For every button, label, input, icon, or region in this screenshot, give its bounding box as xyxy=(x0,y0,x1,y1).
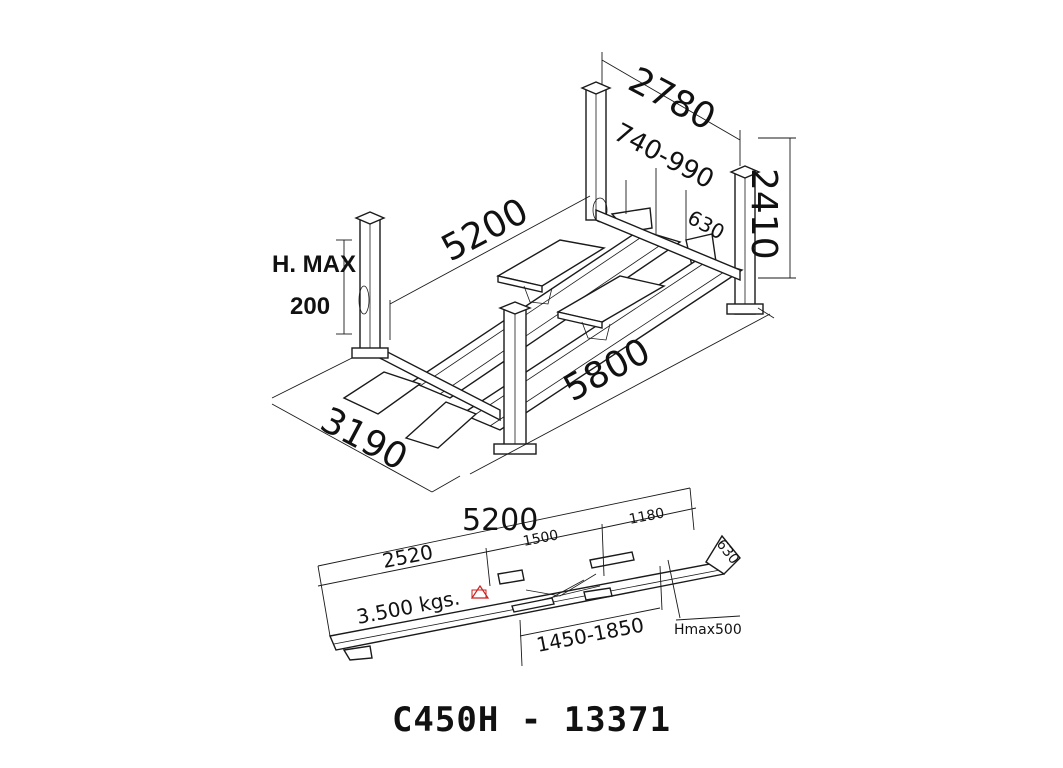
side-dim-length: 5200 xyxy=(462,503,538,538)
side-dim-offset: 2520 xyxy=(380,540,435,573)
front-left-post xyxy=(351,211,389,359)
side-dim-jack-range: 1450-1850 xyxy=(534,613,646,657)
hmax-side-label: Hmax500 xyxy=(674,622,742,638)
hmax-value: 200 xyxy=(290,293,330,320)
side-dim-rear-section: 1180 xyxy=(628,505,666,528)
dim-overall-width: 3190 xyxy=(314,400,414,479)
lift-isometric-view: 2780 2410 740-990 630 5200 5800 3190 H. … xyxy=(271,52,796,493)
rear-left-post xyxy=(580,81,612,223)
rear-crossbeam xyxy=(595,208,741,282)
hmax-label: H. MAX xyxy=(272,251,356,278)
dim-length: 5200 xyxy=(435,191,535,270)
dim-height: 2410 xyxy=(743,168,784,260)
side-ramp xyxy=(705,534,741,575)
jack-platform-right xyxy=(556,275,666,341)
runway-far xyxy=(410,229,682,399)
jack-platform-left xyxy=(496,239,606,305)
lift-side-view: 5200 2520 1500 1180 630 3.500 kgs. 1450-… xyxy=(317,487,742,667)
side-dim-jack-section: 1500 xyxy=(522,527,560,550)
model-code: C450H - 13371 xyxy=(391,700,672,740)
front-ramp-right xyxy=(404,401,478,449)
front-right-post xyxy=(493,301,537,455)
side-jack xyxy=(497,551,635,613)
front-ramp-left xyxy=(342,371,422,415)
